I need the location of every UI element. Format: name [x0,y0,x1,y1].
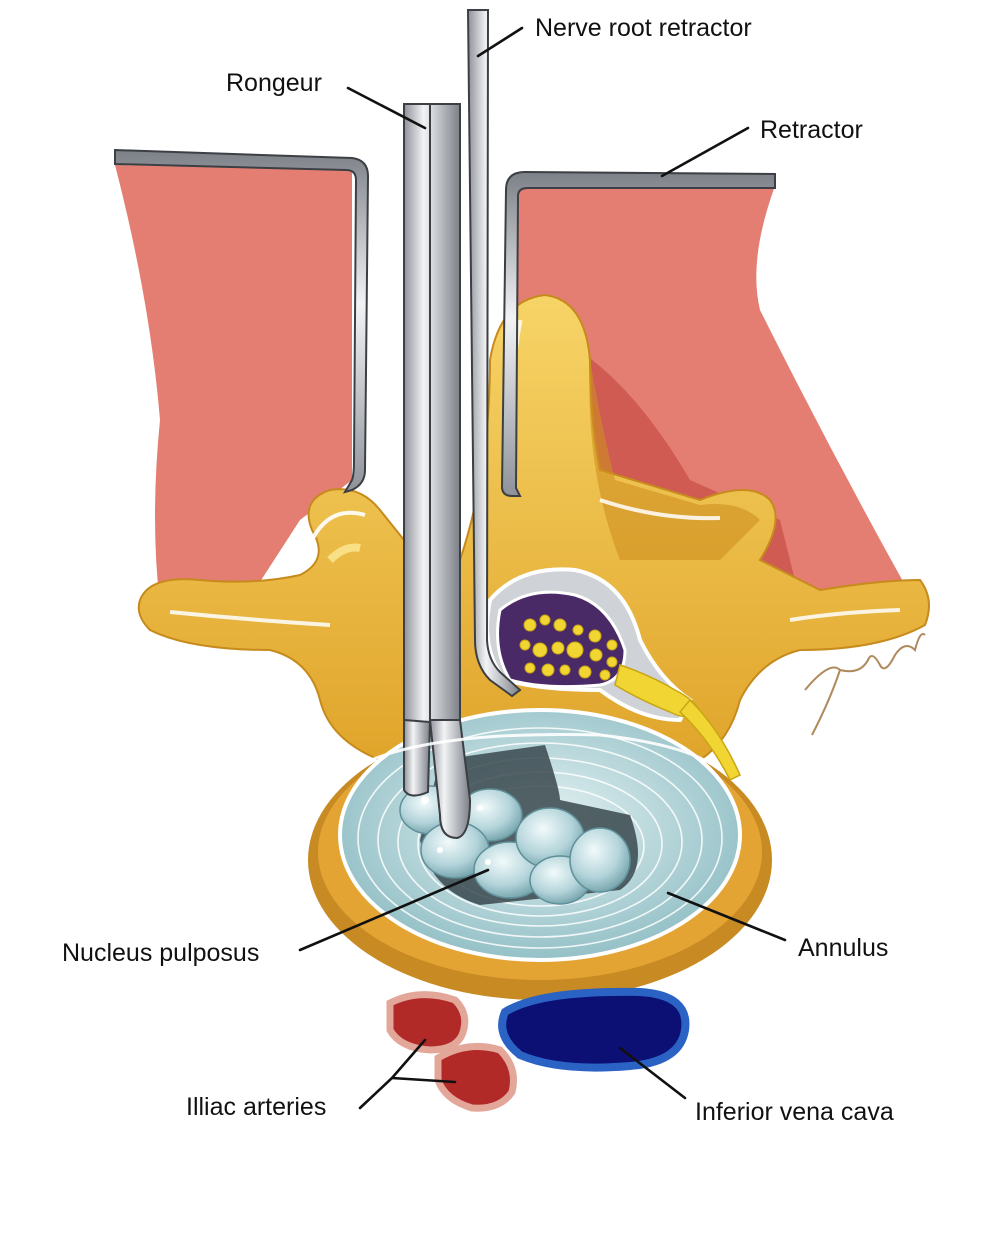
nucleus-pulposus-fragments [399,785,631,905]
nerve-root-retractor-instrument [466,9,522,698]
label-nerve-root-retractor: Nerve root retractor [535,14,752,42]
label-retractor: Retractor [760,116,863,144]
label-annulus: Annulus [798,934,888,962]
intervertebral-disc [338,708,742,962]
leader-lines [298,26,787,1110]
artist-signature [804,633,926,736]
label-illiac-arteries: Illiac arteries [186,1093,326,1121]
lamina-and-transverse-processes [137,293,930,761]
label-inferior-vena-cava: Inferior vena cava [695,1098,894,1126]
right-retractor-blade [500,170,776,497]
left-retractor-blade [114,148,370,494]
left-paraspinal-muscle [115,165,352,605]
illiac-arteries [386,991,517,1112]
rongeur-instrument [403,103,472,840]
label-rongeur: Rongeur [226,69,322,97]
label-nucleus-pulposus: Nucleus pulposus [62,939,259,967]
cauda-equina-nerve-roots [519,614,618,681]
inferior-vena-cava [498,987,690,1072]
